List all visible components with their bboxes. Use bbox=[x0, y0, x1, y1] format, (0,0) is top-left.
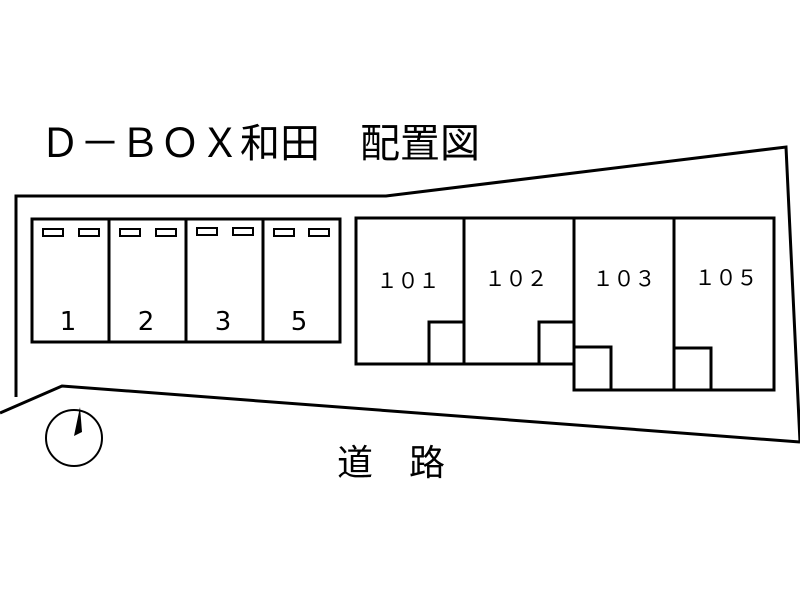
wheel-stop bbox=[42, 228, 64, 237]
building bbox=[354, 216, 776, 392]
wheel-stop bbox=[155, 228, 177, 237]
wheel-stop bbox=[232, 227, 254, 236]
diagram-title: Ｄ－ＢＯＸ和田 配置図 bbox=[40, 121, 480, 167]
wheel-stop bbox=[119, 228, 141, 237]
building-outline bbox=[354, 216, 776, 392]
parking-slot-label: 1 bbox=[60, 307, 77, 337]
parking-slot-label: 5 bbox=[291, 307, 308, 337]
parking-wheel-stops bbox=[42, 227, 330, 237]
parking-slot-label: 3 bbox=[215, 307, 232, 337]
road-edge-line bbox=[0, 384, 800, 444]
parking-area bbox=[30, 217, 342, 344]
wheel-stop bbox=[196, 227, 218, 236]
wheel-stop bbox=[273, 228, 295, 237]
unit-label: １０２ bbox=[485, 267, 548, 291]
lot-outline bbox=[14, 145, 800, 443]
unit-label: １０１ bbox=[377, 269, 440, 293]
wheel-stop bbox=[308, 228, 330, 237]
road-label: 道 路 bbox=[337, 443, 445, 484]
site-boundary bbox=[0, 145, 800, 444]
parking-slot-label: 2 bbox=[138, 307, 155, 337]
north-arrow-icon bbox=[45, 407, 103, 467]
unit-label: １０５ bbox=[695, 266, 758, 290]
wheel-stop bbox=[78, 228, 100, 237]
unit-label: １０３ bbox=[593, 267, 656, 291]
